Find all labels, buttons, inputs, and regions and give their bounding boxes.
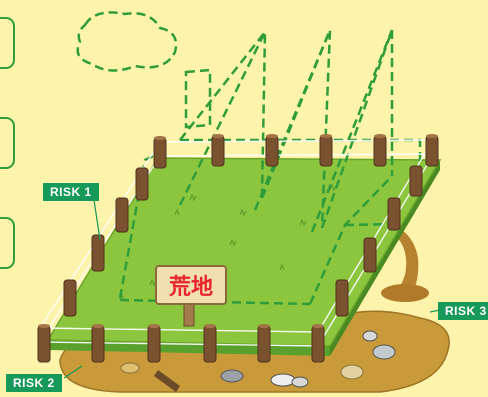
grass-tufts: [119, 183, 337, 301]
risk-3-label: RISK 3: [438, 302, 488, 320]
debris-items: [120, 330, 396, 392]
soil-stream: [390, 230, 419, 300]
risk-1-label: RISK 1: [43, 183, 99, 201]
soil-puddle: [381, 284, 429, 302]
wasteland-sign: 荒地: [155, 265, 227, 327]
field-side-right: [330, 160, 440, 356]
fence-post-tops: [38, 134, 438, 328]
sign-text: 荒地: [169, 275, 213, 300]
side-panel-tabs: [0, 17, 15, 269]
risk-2-label: RISK 2: [6, 374, 62, 392]
